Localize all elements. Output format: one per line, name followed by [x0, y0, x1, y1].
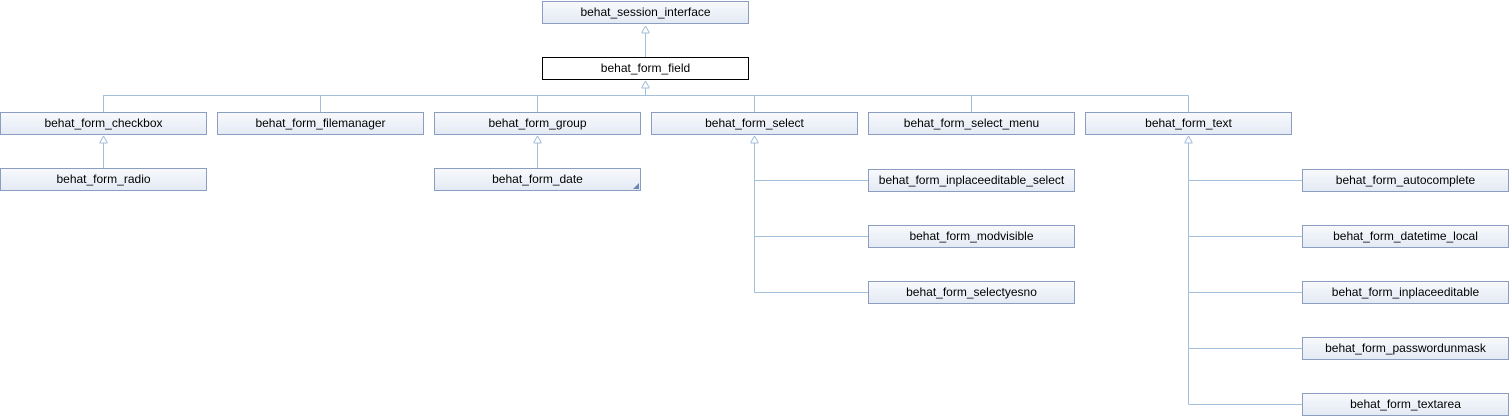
node-behat-form-select[interactable]: behat_form_select: [651, 112, 858, 135]
node-behat-form-field: behat_form_field: [542, 57, 749, 80]
node-behat-form-date[interactable]: behat_form_date: [434, 168, 641, 191]
more-subclasses-corner-icon: [633, 183, 639, 189]
node-behat-form-radio[interactable]: behat_form_radio: [0, 168, 207, 191]
edge-children-to-field: [103, 95, 1189, 112]
node-behat-form-inplaceeditable[interactable]: behat_form_inplaceeditable: [1302, 281, 1509, 304]
node-behat-form-group[interactable]: behat_form_group: [434, 112, 641, 135]
node-behat-form-passwordunmask[interactable]: behat_form_passwordunmask: [1302, 337, 1509, 360]
node-behat-form-datetime-local[interactable]: behat_form_datetime_local: [1302, 225, 1509, 248]
node-behat-form-selectyesno[interactable]: behat_form_selectyesno: [868, 281, 1075, 304]
node-behat-form-modvisible[interactable]: behat_form_modvisible: [868, 225, 1075, 248]
node-behat-form-autocomplete[interactable]: behat_form_autocomplete: [1302, 169, 1509, 192]
node-behat-form-checkbox[interactable]: behat_form_checkbox: [0, 112, 207, 135]
node-behat-form-select-menu[interactable]: behat_form_select_menu: [868, 112, 1075, 135]
node-behat-form-textarea[interactable]: behat_form_textarea: [1302, 393, 1509, 416]
node-behat-form-text[interactable]: behat_form_text: [1085, 112, 1292, 135]
node-behat-session-interface[interactable]: behat_session_interface: [542, 1, 749, 24]
node-behat-form-inplaceeditable-select[interactable]: behat_form_inplaceeditable_select: [868, 169, 1075, 192]
node-behat-form-filemanager[interactable]: behat_form_filemanager: [217, 112, 424, 135]
